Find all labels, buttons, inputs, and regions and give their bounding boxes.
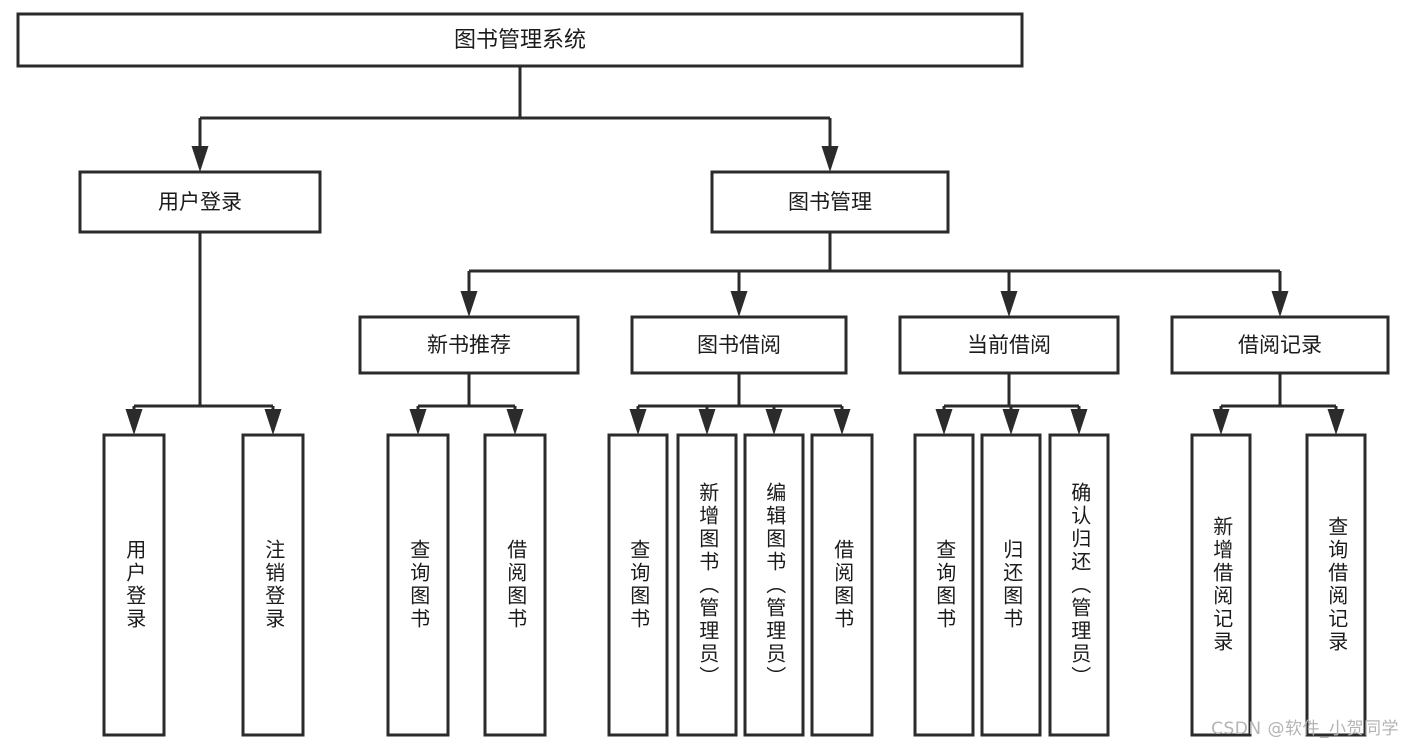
node-box-leaf-add-book-admin[interactable] bbox=[676, 433, 738, 737]
connector-user-login bbox=[125, 232, 282, 435]
connector-root bbox=[191, 66, 839, 172]
connector-borrow-record bbox=[1212, 373, 1345, 435]
node-box-borrow-record[interactable] bbox=[1170, 315, 1390, 375]
connector-arrow-icon bbox=[1002, 409, 1020, 435]
connector-arrow-icon bbox=[698, 409, 716, 435]
connector-layer bbox=[125, 66, 1345, 435]
node-box-new-book-recommend[interactable] bbox=[358, 315, 580, 375]
node-label-borrow-record: 借阅记录 bbox=[1238, 333, 1322, 357]
node-box-book-manage[interactable] bbox=[710, 170, 950, 234]
connector-arrow-icon bbox=[506, 409, 524, 435]
node-label-root: 图书管理系统 bbox=[454, 28, 586, 53]
node-label-new-book-recommend: 新书推荐 bbox=[427, 333, 511, 357]
node-box-leaf-borrow-book-rec[interactable] bbox=[483, 433, 547, 737]
connector-arrow-icon bbox=[833, 409, 851, 435]
node-box-leaf-query-book-borrow[interactable] bbox=[607, 433, 669, 737]
node-box-current-borrow[interactable] bbox=[898, 315, 1120, 375]
node-box-leaf-query-book-cur[interactable] bbox=[913, 433, 975, 737]
node-box-leaf-user-logout[interactable] bbox=[241, 433, 305, 737]
connector-arrow-icon bbox=[125, 409, 143, 435]
connector-arrow-icon bbox=[191, 146, 209, 172]
watermark-text: CSDN @软件_小贺同学 bbox=[1211, 719, 1399, 739]
connector-arrow-icon bbox=[1271, 291, 1289, 317]
node-box-leaf-add-borrow-record[interactable] bbox=[1190, 433, 1252, 737]
node-box-leaf-query-book-rec[interactable] bbox=[386, 433, 450, 737]
connector-arrow-icon bbox=[1212, 409, 1230, 435]
connector-arrow-icon bbox=[460, 291, 478, 317]
node-box-leaf-return-book[interactable] bbox=[980, 433, 1042, 737]
connector-arrow-icon bbox=[935, 409, 953, 435]
node-box-book-borrow[interactable] bbox=[630, 315, 848, 375]
connector-arrow-icon bbox=[821, 146, 839, 172]
node-label-user-login: 用户登录 bbox=[158, 190, 242, 214]
node-label-current-borrow: 当前借阅 bbox=[967, 333, 1051, 357]
connector-new-book-recommend bbox=[409, 373, 524, 435]
connector-book-manage bbox=[460, 232, 1289, 317]
connector-arrow-icon bbox=[409, 409, 427, 435]
connector-arrow-icon bbox=[264, 409, 282, 435]
node-box-root[interactable] bbox=[16, 12, 1024, 68]
connector-arrow-icon bbox=[1327, 409, 1345, 435]
connector-arrow-icon bbox=[730, 291, 748, 317]
node-label-book-borrow: 图书借阅 bbox=[697, 333, 781, 357]
node-box-user-login[interactable] bbox=[78, 170, 322, 234]
connector-arrow-icon bbox=[629, 409, 647, 435]
node-box-leaf-borrow-book[interactable] bbox=[810, 433, 874, 737]
connector-arrow-icon bbox=[1000, 291, 1018, 317]
connector-current-borrow bbox=[935, 373, 1088, 435]
connector-book-borrow bbox=[629, 373, 851, 435]
connector-arrow-icon bbox=[765, 409, 783, 435]
node-box-leaf-edit-book-admin[interactable] bbox=[743, 433, 805, 737]
node-box-leaf-query-borrow-record[interactable] bbox=[1305, 433, 1367, 737]
node-box-leaf-confirm-return-admin[interactable] bbox=[1048, 433, 1110, 737]
connector-arrow-icon bbox=[1070, 409, 1088, 435]
node-box-leaf-user-login[interactable] bbox=[102, 433, 166, 737]
node-label-book-manage: 图书管理 bbox=[788, 190, 872, 214]
node-box-layer bbox=[16, 12, 1390, 737]
